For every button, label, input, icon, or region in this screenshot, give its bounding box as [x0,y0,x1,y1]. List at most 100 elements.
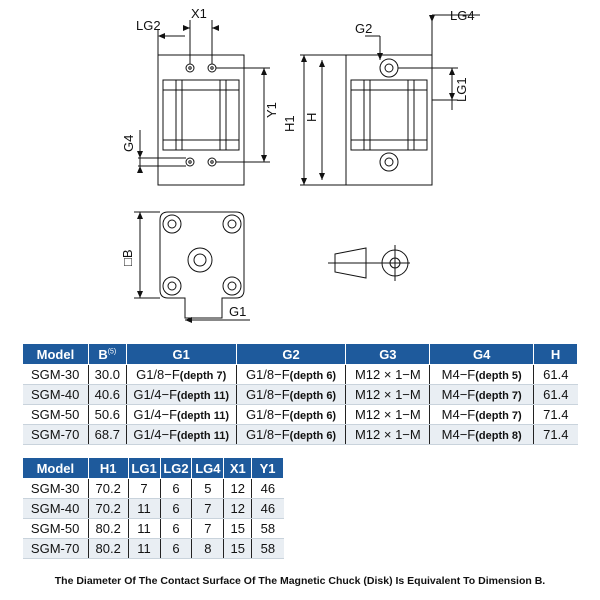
side-view [300,14,480,186]
cell-lg4: 8 [191,538,224,559]
cell-lg1: 11 [127,498,160,519]
cell-g3: M12 × 1−M [345,404,430,425]
cell-x1: 15 [223,538,252,559]
technical-drawing: LG2 X1 Y1 G4 G2 LG4 H1 H LG1 □B G1 [120,6,480,323]
front-view [138,20,270,186]
x1-label: X1 [191,6,207,21]
b-label: □B [120,249,135,266]
col-header-g2: G2 [235,343,347,365]
cell-b: 40.6 [87,384,127,405]
cell-lg2: 6 [159,518,192,539]
cell-model: SGM-70 [22,424,89,445]
cell-lg2: 6 [159,538,192,559]
table-header-row: Model B(5) G1 G2 G3 G4 H [22,343,578,365]
col-header-model: Model [22,457,89,479]
g2-label: G2 [355,21,372,36]
cell-lg1: 7 [127,478,160,499]
spec-table-1: Model B(5) G1 G2 G3 G4 H SGM-30 30.0 G1/… [22,343,578,445]
bottom-view [134,211,250,321]
cell-y1: 46 [251,498,284,519]
cell-model: SGM-30 [22,478,89,499]
cell-g1: G1/4−F(depth 11) [125,404,237,425]
cell-y1: 58 [251,538,284,559]
g1-label: G1 [229,304,246,319]
cell-h1: 80.2 [87,538,129,559]
cell-h: 61.4 [533,364,578,385]
spec-table-2: Model H1 LG1 LG2 LG4 X1 Y1 SGM-30 70.2 7… [22,457,284,559]
table-row: SGM-30 70.2 7 6 5 12 46 [22,478,284,499]
col-header-b: B(5) [87,343,127,365]
lg2-label: LG2 [136,18,161,33]
cell-g2: G1/8−F(depth 6) [235,364,346,385]
cell-b: 68.7 [87,424,127,445]
col-header-lg1: LG1 [127,457,161,479]
cell-lg4: 7 [191,498,224,519]
cell-y1: 58 [251,518,284,539]
cell-g3: M12 × 1−M [345,424,430,445]
cell-g4: M4−F(depth 8) [429,424,534,445]
lg1-label: LG1 [454,77,469,102]
fitting-view [328,245,410,281]
col-header-lg4: LG4 [191,457,225,479]
cell-g1: G1/8−F(depth 7) [125,364,237,385]
col-header-g4: G4 [429,343,535,365]
cell-model: SGM-50 [22,404,89,425]
table-row: SGM-40 40.6 G1/4−F(depth 11) G1/8−F(dept… [22,384,578,405]
col-header-g3: G3 [345,343,431,365]
footnote: The Diameter Of The Contact Surface Of T… [54,575,546,587]
col-header-lg2: LG2 [159,457,193,479]
cell-x1: 12 [223,478,252,499]
cell-model: SGM-40 [22,498,89,519]
cell-h1: 70.2 [87,478,129,499]
table-header-row: Model H1 LG1 LG2 LG4 X1 Y1 [22,457,284,479]
col-header-x1: X1 [223,457,253,479]
cell-h: 71.4 [533,424,578,445]
cell-lg1: 11 [127,518,160,539]
table-row: SGM-40 70.2 11 6 7 12 46 [22,498,284,519]
cell-b: 30.0 [87,364,127,385]
cell-g4: M4−F(depth 7) [429,404,534,425]
table-row: SGM-50 80.2 11 6 7 15 58 [22,518,284,539]
cell-model: SGM-30 [22,364,89,385]
cell-x1: 15 [223,518,252,539]
cell-lg2: 6 [159,478,192,499]
cell-g3: M12 × 1−M [345,364,430,385]
col-header-h1: H1 [87,457,129,479]
cell-h: 71.4 [533,404,578,425]
cell-h1: 70.2 [87,498,129,519]
cell-model: SGM-50 [22,518,89,539]
cell-g4: M4−F(depth 5) [429,364,534,385]
table-row: SGM-50 50.6 G1/4−F(depth 11) G1/8−F(dept… [22,404,578,425]
cell-h1: 80.2 [87,518,129,539]
cell-lg4: 5 [191,478,224,499]
cell-g2: G1/8−F(depth 6) [235,404,346,425]
table-row: SGM-30 30.0 G1/8−F(depth 7) G1/8−F(depth… [22,364,578,385]
g4-label: G4 [121,135,136,152]
cell-lg4: 7 [191,518,224,539]
table-row: SGM-70 80.2 11 6 8 15 58 [22,538,284,559]
col-header-model: Model [22,343,89,365]
cell-g4: M4−F(depth 7) [429,384,534,405]
col-header-y1: Y1 [251,457,284,479]
cell-g1: G1/4−F(depth 11) [125,384,237,405]
b-superscript: (5) [107,348,117,356]
cell-g1: G1/4−F(depth 11) [125,424,237,445]
cell-y1: 46 [251,478,284,499]
table-row: SGM-70 68.7 G1/4−F(depth 11) G1/8−F(dept… [22,424,578,445]
cell-g2: G1/8−F(depth 6) [235,384,346,405]
col-header-g1: G1 [125,343,237,365]
h1-label: H1 [282,115,297,132]
lg4-label: LG4 [450,8,475,23]
cell-g3: M12 × 1−M [345,384,430,405]
cell-b: 50.6 [87,404,127,425]
h-label: H [304,113,319,122]
cell-x1: 12 [223,498,252,519]
col-header-h: H [533,343,578,365]
cell-model: SGM-70 [22,538,89,559]
cell-lg2: 6 [159,498,192,519]
cell-lg1: 11 [127,538,160,559]
y1-label: Y1 [264,102,279,118]
cell-h: 61.4 [533,384,578,405]
cell-model: SGM-40 [22,384,89,405]
cell-g2: G1/8−F(depth 6) [235,424,346,445]
